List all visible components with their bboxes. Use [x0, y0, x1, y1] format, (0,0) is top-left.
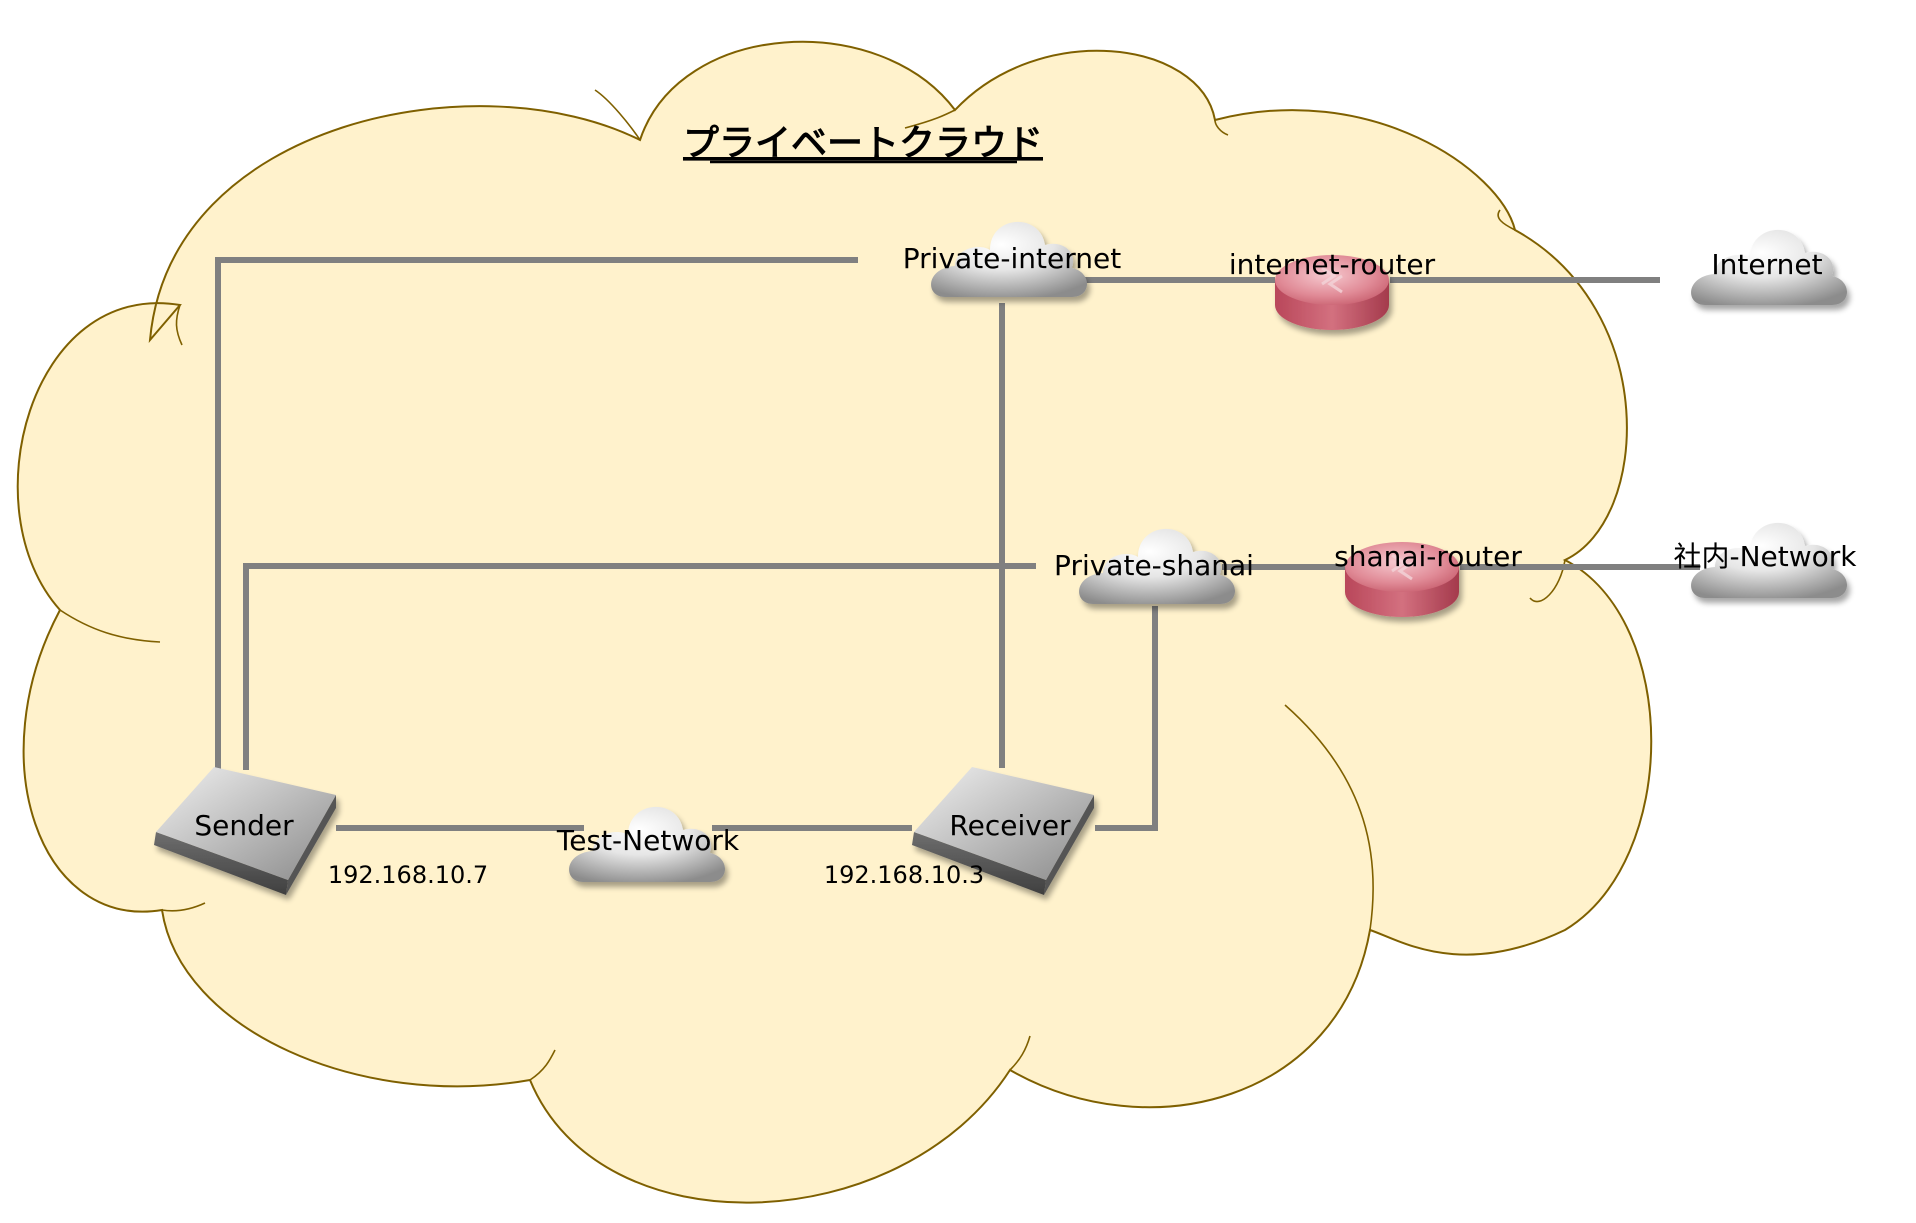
sender-host-icon[interactable]: [154, 767, 336, 895]
private-internet-cloud-icon: [931, 221, 1087, 297]
link-sender-private-internet: [215, 257, 858, 770]
shanai-network-cloud-icon: [1691, 522, 1847, 598]
receiver-ip-label: 192.168.10.3: [824, 861, 984, 889]
test-network-label: Test-Network: [556, 824, 740, 857]
private-shanai-cloud-icon: [1079, 528, 1235, 604]
sender-label: Sender: [194, 809, 294, 842]
private-internet-label: Private-internet: [903, 242, 1121, 275]
internet-cloud-icon: [1691, 229, 1847, 305]
links: [215, 257, 1700, 831]
shanai-network-label: 社内-Network: [1673, 540, 1857, 573]
internet-label: Internet: [1711, 248, 1822, 281]
receiver-label: Receiver: [949, 809, 1071, 842]
shanai-router-label: shanai-router: [1334, 540, 1522, 573]
diagram-title: プライベートクラウド: [683, 123, 1043, 164]
sender-ip-label: 192.168.10.7: [328, 861, 488, 889]
receiver-host-icon[interactable]: [912, 767, 1094, 895]
link-receiver-private-shanai: [1095, 606, 1158, 831]
internet-router-icon[interactable]: [1275, 255, 1389, 330]
private-shanai-label: Private-shanai: [1054, 549, 1254, 582]
shanai-router-icon[interactable]: [1345, 542, 1459, 617]
link-sender-private-shanai: [243, 563, 1036, 770]
test-network-cloud-icon: [569, 806, 725, 882]
private-cloud-shape: [16, 40, 1653, 1204]
internet-router-label: internet-router: [1229, 248, 1436, 281]
